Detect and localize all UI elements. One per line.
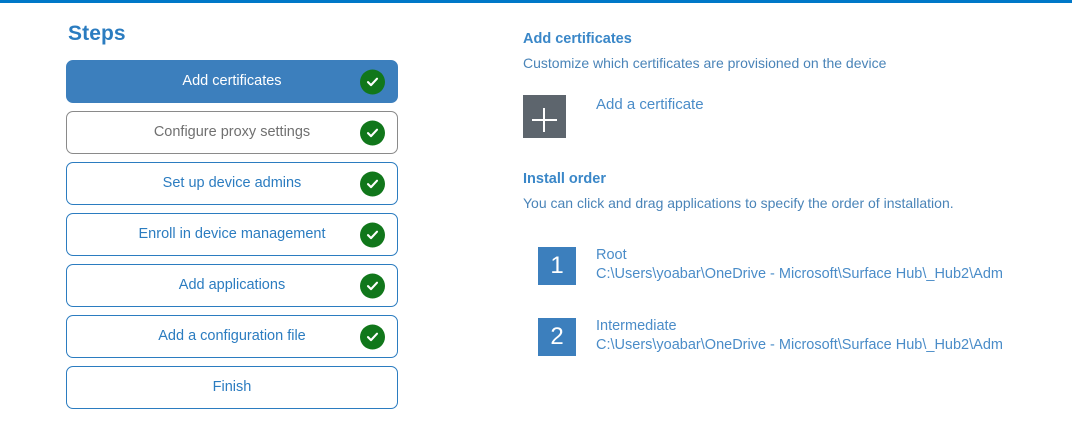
order-item-path: C:\Users\yoabar\OneDrive - Microsoft\Sur… (596, 337, 1003, 354)
order-item-path: C:\Users\yoabar\OneDrive - Microsoft\Sur… (596, 266, 1003, 283)
check-circle-icon (360, 120, 385, 145)
add-certificate-label: Add a certificate (596, 96, 704, 114)
step-enroll-in-device-management[interactable]: Enroll in device management (66, 213, 398, 256)
step-label: Add certificates (182, 73, 282, 90)
order-item-name: Root (596, 247, 627, 264)
check-circle-icon (360, 222, 385, 247)
install-order-heading: Install order (523, 171, 606, 188)
detail-pane: Add certificates Customize which certifi… (523, 30, 1043, 389)
install-order-subheading: You can click and drag applications to s… (523, 194, 954, 211)
list-item[interactable]: 1 Root C:\Users\yoabar\OneDrive - Micros… (523, 246, 1043, 286)
check-circle-icon (360, 273, 385, 298)
order-item-text: Root C:\Users\yoabar\OneDrive - Microsof… (596, 246, 1003, 284)
steps-title: Steps (68, 22, 126, 45)
install-order-block: Install order You can click and drag app… (523, 170, 1043, 212)
step-configure-proxy-settings[interactable]: Configure proxy settings (66, 111, 398, 154)
step-add-applications[interactable]: Add applications (66, 264, 398, 307)
plus-icon (523, 95, 566, 139)
check-circle-icon (360, 69, 385, 94)
steps-panel: Steps Add certificates Configure proxy s… (66, 22, 398, 417)
add-certificate-button[interactable]: Add a certificate (523, 95, 723, 139)
order-item-name: Intermediate (596, 318, 677, 335)
top-accent-rule (0, 0, 1072, 3)
step-label: Configure proxy settings (153, 124, 311, 141)
order-item-text: Intermediate C:\Users\yoabar\OneDrive - … (596, 317, 1003, 355)
list-item[interactable]: 2 Intermediate C:\Users\yoabar\OneDrive … (523, 317, 1043, 357)
order-number-badge: 2 (538, 318, 576, 357)
step-label: Set up device admins (162, 175, 302, 192)
step-add-certificates[interactable]: Add certificates (66, 60, 398, 103)
add-certificates-heading: Add certificates (523, 31, 632, 47)
step-label: Add a configuration file (158, 328, 306, 345)
step-add-a-configuration-file[interactable]: Add a configuration file (66, 315, 398, 358)
step-label: Add applications (178, 277, 286, 294)
check-circle-icon (360, 171, 385, 196)
step-label: Finish (212, 379, 252, 396)
step-set-up-device-admins[interactable]: Set up device admins (66, 162, 398, 205)
step-label: Enroll in device management (138, 226, 326, 243)
order-number-badge: 1 (538, 247, 576, 286)
check-circle-icon (360, 324, 385, 349)
add-certificates-subheading: Customize which certificates are provisi… (523, 54, 887, 71)
install-order-list: 1 Root C:\Users\yoabar\OneDrive - Micros… (523, 246, 1043, 357)
step-finish[interactable]: Finish (66, 366, 398, 409)
